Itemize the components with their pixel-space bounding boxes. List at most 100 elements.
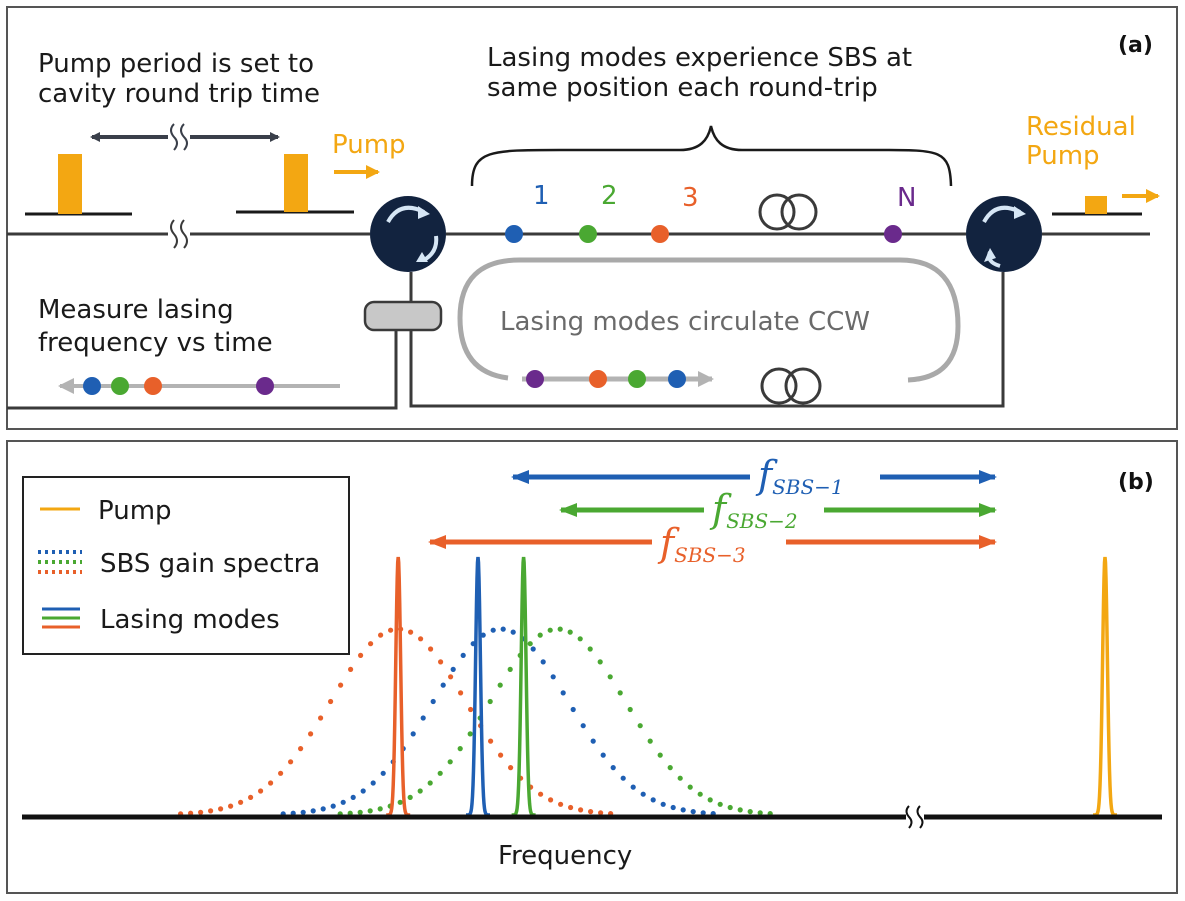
sbs-gain-dot (727, 804, 733, 811)
legend-swatch-sbs (38, 550, 82, 574)
sbs-gain-dot (677, 775, 683, 781)
measure-line2: frequency vs time (38, 328, 273, 358)
pump-period-line2: cavity round trip time (38, 79, 320, 109)
circulator-right (966, 196, 1042, 272)
pump-label: Pump (332, 130, 406, 160)
sbs-gain-dot (467, 731, 473, 737)
sbs-gain-dot (278, 770, 284, 776)
sbs-gain-dot (508, 765, 514, 771)
lasing-mode-peak (511, 556, 536, 817)
ccw-label: Lasing modes circulate CCW (500, 307, 870, 337)
curly-brace (470, 125, 953, 187)
cavity-fiber-right (409, 272, 1005, 408)
sbs-caption-line1: Lasing modes experience SBS at (487, 43, 912, 73)
sbs-gain-dot (427, 780, 433, 786)
sbs-gain-dot (617, 690, 623, 696)
sbs-gain-dot (330, 803, 336, 809)
sbs-gain-dot (288, 759, 294, 765)
sbs-caption-line2: same position each round-trip (487, 73, 878, 103)
sbs-gain-dot (410, 731, 416, 737)
residual-pump-line1: Residual (1026, 112, 1136, 142)
sbs-gain-dot (498, 752, 504, 758)
sbs-gain-dot (298, 746, 304, 752)
sbs-gain-dot (418, 636, 424, 642)
sbs-gain-dot (590, 738, 596, 744)
sbs-gain-dot (448, 674, 454, 680)
sbs-gain-dot (757, 810, 763, 816)
sbs-gain-dot (490, 627, 496, 633)
sbs-gain-dot (598, 810, 604, 816)
sbs-gain-dot (637, 723, 643, 729)
legend-box (22, 476, 350, 655)
sbs-gain-dot (300, 809, 306, 815)
sbs-gain-dot (218, 806, 224, 812)
sbs-gain-dot (647, 738, 653, 744)
sbs-gain-dot (547, 627, 553, 633)
fiber-spool-top (758, 193, 818, 231)
sbs-gain-dot (620, 775, 626, 781)
sbs-gain-dot (348, 666, 354, 673)
sbs-gain-dot (747, 809, 753, 815)
sbs-gain-dot (487, 698, 493, 705)
mode-label-2: 2 (601, 181, 618, 211)
panel-b-frame (6, 440, 1178, 894)
sbs-gain-dot (717, 801, 723, 807)
sbs-gain-dot (650, 797, 656, 803)
sbs-gain-dot (488, 738, 494, 744)
sbs-gain-dot (268, 780, 274, 786)
sbs-gain-dot (690, 809, 696, 815)
output-coupler (363, 300, 443, 332)
legend-label-lasing: Lasing modes (100, 605, 280, 635)
sbs-gain-dot (510, 629, 516, 635)
sbs-gain-dot (667, 765, 673, 771)
mode-dot-3 (651, 225, 669, 243)
sbs-gain-dot (660, 801, 666, 807)
sbs-gain-dot (338, 682, 344, 688)
sbs-gain-dot (407, 794, 413, 801)
pump-pulse-right (284, 154, 308, 212)
sbs-gain-dot (358, 652, 364, 659)
sbs-gain-dot (578, 807, 584, 813)
panel-a: (a) Pump period is set to cavity round t… (6, 6, 1178, 430)
residual-pump-line2: Pump (1026, 141, 1100, 171)
residual-pump-pulse (1085, 196, 1107, 214)
sbs-gain-dot (198, 809, 204, 815)
sbs-gain-dot (397, 799, 403, 805)
legend-label-pump: Pump (98, 496, 172, 526)
sbs-gain-dot (458, 690, 464, 696)
sbs-gain-dot (450, 666, 456, 673)
sbs-gain-dot (350, 794, 356, 801)
sbs-gain-dot (248, 794, 254, 801)
period-break-icon (170, 123, 188, 151)
fiber-spool-bottom (760, 367, 822, 405)
sbs-gain-dot (657, 752, 663, 758)
panel-a-frame (6, 6, 1178, 430)
mode-label-n: N (897, 183, 916, 213)
sbs-gain-dot (438, 659, 444, 665)
sbs-gain-dot (408, 629, 414, 635)
sbs-gain-dot (600, 752, 606, 758)
sbs-gain-dot (258, 788, 264, 794)
sbs-gain-dot (370, 780, 376, 786)
sbs-gain-dot (457, 746, 463, 752)
sbs-gain-dot (428, 646, 434, 652)
sbs-gain-dot (597, 659, 603, 665)
measure-dot-3 (144, 377, 162, 395)
sbs-gain-dot (388, 627, 394, 633)
sbs-gain-dot (440, 682, 446, 688)
sbs-gain-dot (320, 806, 326, 812)
sbs-gain-dot (560, 690, 566, 696)
sbs-gain-dot (627, 706, 633, 713)
sbs-gain-dot (500, 626, 506, 632)
pump-peak (1093, 556, 1117, 817)
measure-line1: Measure lasing (38, 295, 234, 325)
sbs-gain-dot (480, 632, 486, 638)
sbs-gain-dot (507, 666, 513, 673)
measure-dot-n (256, 377, 274, 395)
ccw-dot-n (526, 370, 544, 388)
sbs-gain-dot (537, 632, 543, 638)
legend-swatch-lasing (42, 607, 80, 629)
sbs-gain-dot (417, 788, 423, 794)
ccw-dot-1 (668, 370, 686, 388)
